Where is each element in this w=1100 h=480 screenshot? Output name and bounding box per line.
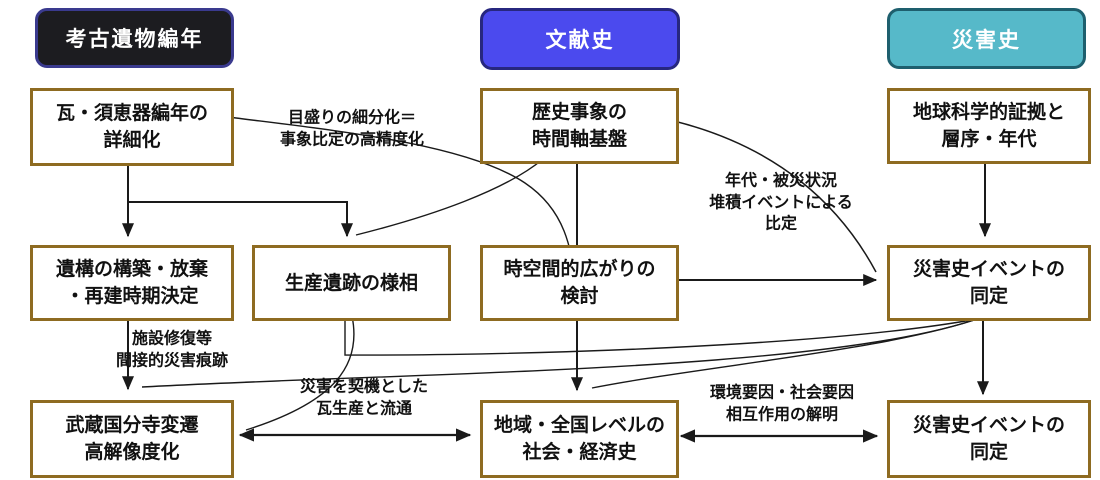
edge-label-shisetsu-line2: 間接的災害痕跡 xyxy=(115,350,229,369)
box-rekishi-jisho: 歴史事象の 時間軸基盤 xyxy=(480,88,679,164)
box-saigai-event-btm: 災害史イベントの 同定 xyxy=(887,400,1091,478)
box-seisan-iseki: 生産遺跡の様相 xyxy=(252,245,451,321)
edge-label-shisetsu: 施設修復等 間接的災害痕跡 xyxy=(116,327,228,370)
header-disaster: 災害史 xyxy=(887,8,1086,69)
header-documentary: 文献史 xyxy=(480,8,680,70)
edge-label-memori: 目盛りの細分化＝ 事象比定の高精度化 xyxy=(280,106,424,149)
box-saigai-event-mid-line1: 災害史イベントの xyxy=(912,258,1065,281)
box-rekishi-jisho-line2: 時間軸基盤 xyxy=(531,128,627,150)
edge-rekishi-to-saigai-event-curve xyxy=(673,120,877,273)
edge-seisan-to-musashi-curve xyxy=(245,315,355,431)
box-musashi-kokubunji-line1: 武蔵国分寺変遷 xyxy=(65,414,199,437)
box-kawara-sueki: 瓦・須恵器編年の 詳細化 xyxy=(30,88,234,166)
box-musashi-kokubunji: 武蔵国分寺変遷 高解像度化 xyxy=(30,400,234,478)
edge-label-nendai-line2: 堆積イベントによる xyxy=(709,192,853,212)
edge-rekishi-to-seisan-curve xyxy=(355,158,544,236)
box-chikyu-kagaku-line1: 地球科学的証拠と xyxy=(912,101,1065,124)
edge-label-nendai-line3: 比定 xyxy=(764,213,797,233)
edge-label-saigai-line2: 瓦生産と流通 xyxy=(315,398,413,417)
header-disaster-label: 災害史 xyxy=(952,27,1021,52)
header-documentary-label: 文献史 xyxy=(545,28,615,52)
edge-label-memori-line2: 事象比定の高精度化 xyxy=(279,129,425,148)
box-iko-kochiku-line2: ・再建時期決定 xyxy=(65,285,199,307)
edge-label-kankyo-line2: 相互作用の解明 xyxy=(725,404,839,423)
edge-label-kankyo: 環境要因・社会要因 相互作用の解明 xyxy=(710,381,854,424)
edge-label-nendai: 年代・被災状況 堆積イベントによる 比定 xyxy=(709,170,853,235)
header-archaeology: 考古遺物編年 xyxy=(35,8,234,68)
edge-label-saigai-line1: 災害を契機とした xyxy=(299,376,429,396)
box-jikukan-hirogari-line2: 検討 xyxy=(560,285,599,307)
box-jikukan-hirogari: 時空間的広がりの 検討 xyxy=(480,245,679,321)
edge-label-kankyo-line1: 環境要因・社会要因 xyxy=(709,382,855,402)
box-rekishi-jisho-line1: 歴史事象の xyxy=(531,101,627,124)
edge-kawara-to-seisan xyxy=(128,201,353,238)
box-chiiki-zenkoku: 地域・全国レベルの 社会・経済史 xyxy=(480,400,679,478)
box-saigai-event-btm-line2: 同定 xyxy=(969,441,1008,463)
box-iko-kochiku-line1: 遺構の構築・放棄 xyxy=(55,258,208,281)
edge-label-nendai-line1: 年代・被災状況 xyxy=(724,170,837,190)
box-chikyu-kagaku: 地球科学的証拠と 層序・年代 xyxy=(887,88,1091,164)
edge-label-shisetsu-line1: 施設修復等 xyxy=(131,328,213,348)
box-musashi-kokubunji-line2: 高解像度化 xyxy=(84,441,180,463)
edge-saigai-mid-to-musashi-curve xyxy=(141,316,984,388)
edge-seisan-to-saigai-mid-curve xyxy=(344,316,978,356)
box-kawara-sueki-line1: 瓦・須恵器編年の xyxy=(55,102,208,125)
box-kawara-sueki-line2: 詳細化 xyxy=(103,129,161,151)
edge-label-memori-line1: 目盛りの細分化＝ xyxy=(287,107,417,127)
box-chiiki-zenkoku-line2: 社会・経済史 xyxy=(522,441,637,463)
edge-label-saigai: 災害を契機とした 瓦生産と流通 xyxy=(300,375,428,418)
box-seisan-iseki-line1: 生産遺跡の様相 xyxy=(284,271,418,294)
box-chikyu-kagaku-line2: 層序・年代 xyxy=(941,128,1037,150)
header-archaeology-label: 考古遺物編年 xyxy=(65,27,204,51)
box-jikukan-hirogari-line1: 時空間的広がりの xyxy=(503,258,656,281)
box-chiiki-zenkoku-line1: 地域・全国レベルの xyxy=(493,414,665,437)
box-iko-kochiku: 遺構の構築・放棄 ・再建時期決定 xyxy=(30,245,234,321)
edge-kawara-to-jikukan-curve xyxy=(227,116,577,291)
box-saigai-event-btm-line1: 災害史イベントの xyxy=(912,414,1065,437)
box-saigai-event-mid-line2: 同定 xyxy=(969,285,1008,307)
box-saigai-event-mid: 災害史イベントの 同定 xyxy=(887,245,1091,321)
